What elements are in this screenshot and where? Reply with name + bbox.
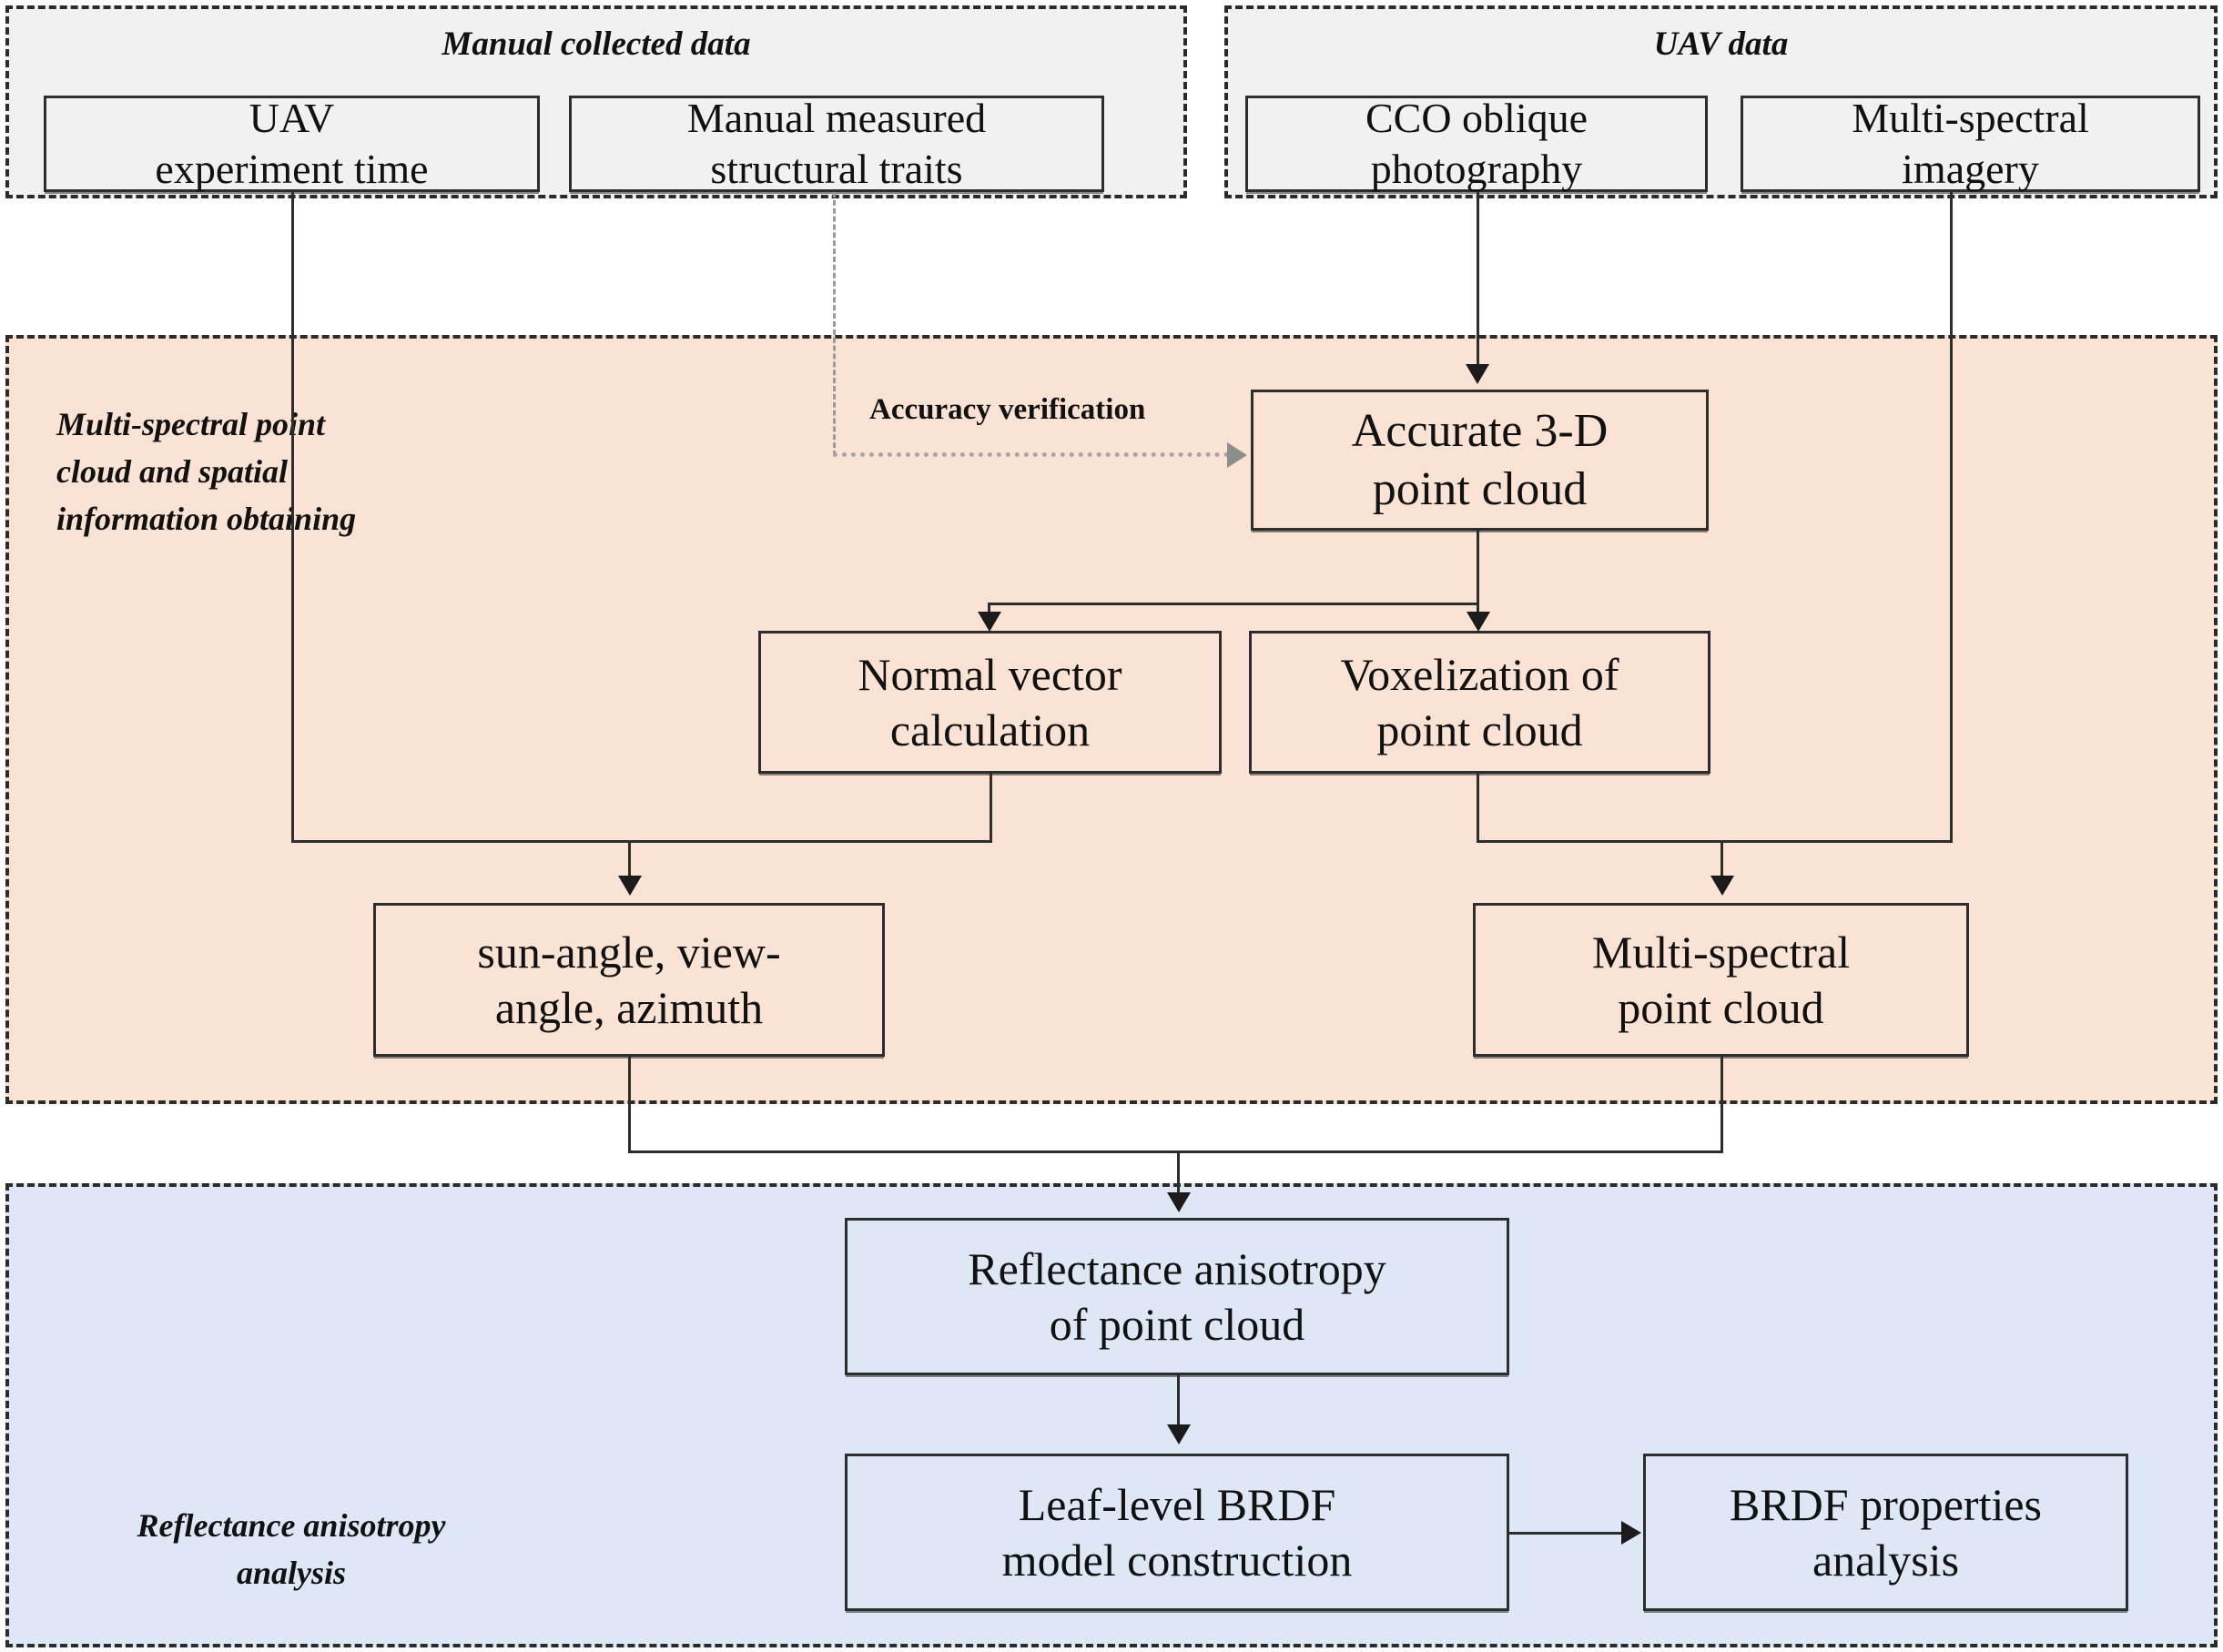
edge-uav-time-vertical [291, 192, 294, 843]
edge-accurate3d-split-bus [988, 603, 1479, 605]
edge-right-merge-bus [1477, 840, 1953, 843]
edge-traits-accuracy-vertical [833, 192, 836, 456]
edge-merge-to-reflectance-arrow [1167, 1192, 1191, 1212]
node-uav-experiment-time[interactable]: UAV experiment time [44, 95, 540, 192]
node-reflectance-anisotropy-of-point-cloud[interactable]: Reflectance anisotropy of point cloud [845, 1218, 1509, 1375]
node-sun-view-azimuth[interactable]: sun-angle, view- angle, azimuth [373, 903, 885, 1057]
edge-label-accuracy-verification: Accuracy verification [869, 393, 1146, 426]
node-accurate-3d-point-cloud[interactable]: Accurate 3-D point cloud [1251, 390, 1709, 531]
edge-multispectral-pc-down [1721, 1057, 1723, 1153]
edge-merge-to-sun-angle-vertical [628, 840, 631, 881]
group-uav-data-title: UAV data [1653, 25, 1789, 63]
edge-merge-to-sun-angle-arrow [618, 876, 642, 896]
node-multi-spectral-imagery[interactable]: Multi-spectral imagery [1741, 95, 2200, 192]
edge-reflectance-to-brdf-arrow [1167, 1424, 1191, 1444]
edge-merge-to-reflectance-vertical [1177, 1150, 1180, 1196]
edge-accurate3d-stem [1477, 531, 1479, 605]
node-brdf-properties-analysis[interactable]: BRDF properties analysis [1643, 1454, 2128, 1611]
edge-accurate3d-to-normal-vector-arrow [978, 612, 1001, 632]
edge-brdf-model-to-properties-arrow [1621, 1521, 1641, 1545]
edge-cco-to-accurate3d-vertical [1477, 192, 1479, 366]
edge-sun-angle-down [628, 1057, 631, 1153]
edge-reflectance-to-brdf-vertical [1177, 1375, 1180, 1428]
edge-accurate3d-to-voxelization-drop [1477, 603, 1479, 619]
edge-bottom-merge-bus [628, 1150, 1723, 1153]
node-manual-measured-structural-traits[interactable]: Manual measured structural traits [569, 95, 1104, 192]
node-multi-spectral-point-cloud[interactable]: Multi-spectral point cloud [1473, 903, 1969, 1057]
edge-merge-to-multispectral-pc-vertical [1721, 840, 1723, 881]
node-voxelization-of-point-cloud[interactable]: Voxelization of point cloud [1249, 631, 1710, 774]
node-normal-vector-calculation[interactable]: Normal vector calculation [758, 631, 1222, 774]
group-reflectance-anisotropy-analysis-title: Reflectance anisotropy analysis [137, 1507, 446, 1592]
edge-merge-to-multispectral-pc-arrow [1710, 876, 1734, 896]
edge-traits-accuracy-horizontal [833, 452, 1229, 457]
group-point-cloud-obtaining-title: Multi-spectral point cloud and spatial i… [56, 406, 357, 538]
edge-uav-time-merge-bus [291, 840, 992, 843]
group-manual-collected-data-title: Manual collected data [442, 25, 751, 63]
edge-voxelization-down [1477, 774, 1479, 843]
edge-brdf-model-to-properties-horizontal [1509, 1532, 1623, 1535]
edge-cco-to-accurate3d-arrow [1466, 364, 1489, 384]
edge-accurate3d-to-voxelization-arrow [1467, 612, 1490, 632]
edge-accurate3d-to-normal-vector-drop [988, 603, 990, 619]
node-cco-oblique-photography[interactable]: CCO oblique photography [1245, 95, 1708, 192]
node-leaf-level-brdf-model-construction[interactable]: Leaf-level BRDF model construction [845, 1454, 1509, 1611]
edge-normal-vector-down [990, 774, 992, 843]
edge-traits-accuracy-arrow [1227, 442, 1247, 468]
edge-multispectral-imagery-vertical [1950, 192, 1953, 843]
